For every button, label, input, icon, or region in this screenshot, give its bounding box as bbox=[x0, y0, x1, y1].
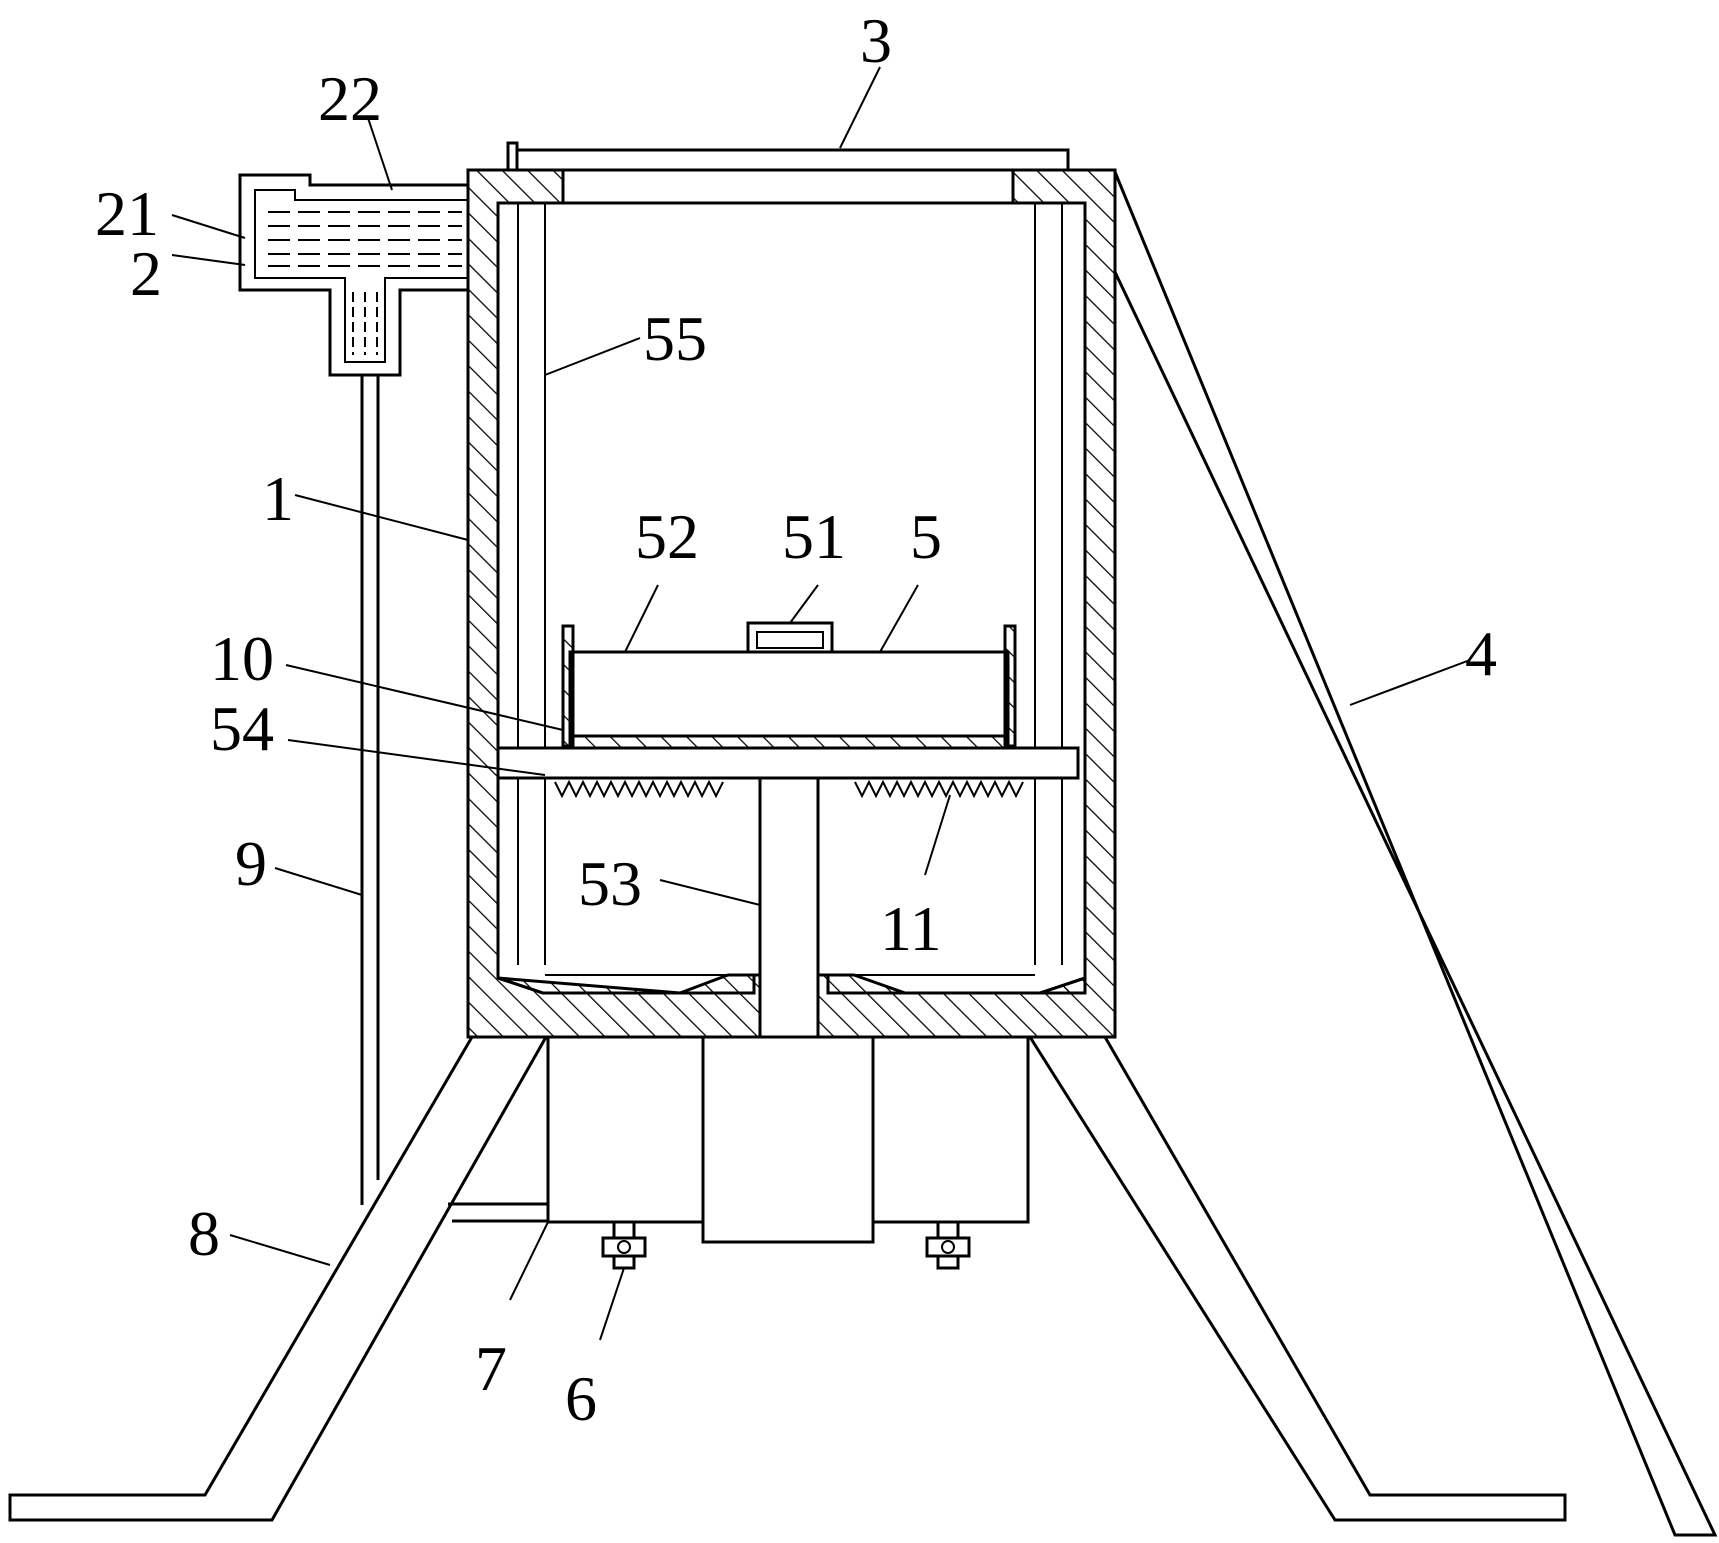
post-left bbox=[561, 624, 575, 748]
pipe-branch bbox=[448, 1202, 548, 1223]
label-8: 8 bbox=[188, 1198, 220, 1269]
platform-54 bbox=[496, 746, 1080, 780]
label-3: 3 bbox=[860, 5, 892, 76]
shaft-53 bbox=[758, 776, 820, 1039]
lid-pin bbox=[506, 141, 519, 172]
valve-left bbox=[601, 1220, 647, 1270]
hatched-plate bbox=[568, 734, 1010, 750]
spring-right bbox=[854, 779, 1024, 799]
label-10: 10 bbox=[210, 623, 274, 694]
label-21: 21 bbox=[95, 178, 159, 249]
box-right bbox=[871, 1035, 1030, 1224]
bottom-chamfer-left bbox=[497, 973, 756, 995]
box-7 bbox=[546, 1035, 705, 1224]
label-54: 54 bbox=[210, 693, 274, 764]
strut-right bbox=[1113, 171, 1718, 1537]
basket-handle-inner bbox=[756, 631, 824, 649]
pipe-9 bbox=[360, 375, 380, 1205]
label-5: 5 bbox=[910, 501, 942, 572]
motor-box bbox=[701, 1035, 875, 1244]
basket-5 bbox=[568, 650, 1010, 738]
leg-left bbox=[8, 1035, 549, 1522]
reservoir-fill bbox=[268, 211, 462, 355]
label-55: 55 bbox=[643, 303, 707, 374]
label-51: 51 bbox=[782, 501, 846, 572]
leg-right bbox=[1027, 1035, 1567, 1522]
label-9: 9 bbox=[235, 828, 267, 899]
label-6: 6 bbox=[565, 1363, 597, 1434]
label-7: 7 bbox=[475, 1333, 507, 1404]
reservoir-2 bbox=[238, 173, 470, 377]
leader-lines bbox=[171, 66, 1471, 1341]
lid-3 bbox=[511, 148, 1070, 172]
bottom-chamfer-right bbox=[826, 973, 1087, 995]
post-right bbox=[1003, 624, 1017, 748]
label-22: 22 bbox=[318, 63, 382, 134]
label-4: 4 bbox=[1465, 618, 1497, 689]
valve-right bbox=[925, 1220, 971, 1270]
reservoir-inner bbox=[254, 189, 469, 363]
label-2: 2 bbox=[130, 238, 162, 309]
lid-frame bbox=[561, 168, 1015, 205]
guide-rails bbox=[517, 203, 1063, 976]
label-53: 53 bbox=[578, 848, 642, 919]
label-52: 52 bbox=[635, 501, 699, 572]
spring-left bbox=[554, 779, 724, 799]
label-1: 1 bbox=[262, 463, 294, 534]
label-11: 11 bbox=[880, 893, 942, 964]
